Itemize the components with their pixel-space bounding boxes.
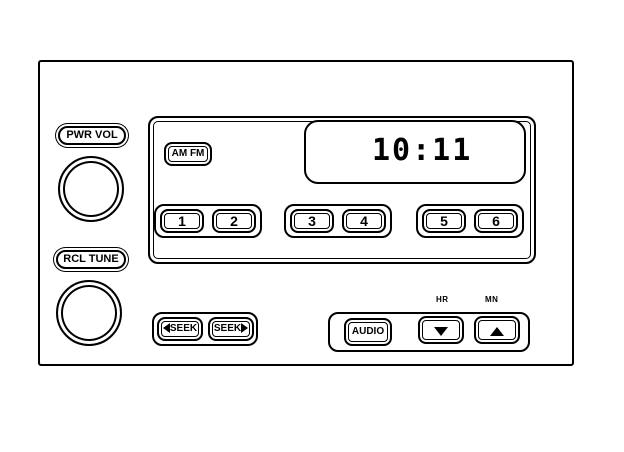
- seek-back-button[interactable]: SEEK: [157, 317, 203, 341]
- seek-group: [152, 312, 258, 346]
- mn-label: MN: [485, 295, 499, 304]
- rcl-tune-label: RCL TUNE: [56, 250, 126, 269]
- triangle-right-icon: [241, 323, 249, 334]
- preset-button-5[interactable]: 5: [422, 209, 466, 233]
- am-fm-button[interactable]: AM FM: [164, 142, 212, 166]
- preset-button-1[interactable]: 1: [160, 209, 204, 233]
- radio-faceplate: [38, 60, 574, 366]
- preset-button-2[interactable]: 2: [212, 209, 256, 233]
- preset-group-3-4: [284, 204, 392, 238]
- display-panel: [148, 116, 536, 264]
- triangle-down-icon: [434, 326, 448, 336]
- audio-clock-group: [328, 312, 530, 352]
- preset-button-3[interactable]: 3: [290, 209, 334, 233]
- triangle-left-icon: [162, 323, 170, 334]
- audio-button[interactable]: AUDIO: [344, 318, 392, 346]
- mn-up-button[interactable]: [474, 316, 520, 344]
- pwr-vol-knob[interactable]: [58, 156, 124, 222]
- clock-time: 10:11: [372, 133, 473, 168]
- pwr-vol-label: PWR VOL: [58, 126, 126, 145]
- preset-group-5-6: [416, 204, 524, 238]
- rcl-tune-knob[interactable]: [56, 280, 122, 346]
- seek-back-label: SEEK: [169, 323, 198, 334]
- hr-label: HR: [436, 295, 449, 304]
- triangle-up-icon: [490, 326, 504, 336]
- preset-button-6[interactable]: 6: [474, 209, 518, 233]
- seek-forward-label: SEEK: [213, 323, 242, 334]
- hr-down-button[interactable]: [418, 316, 464, 344]
- clock-display: [304, 120, 526, 184]
- preset-group-1-2: [154, 204, 262, 238]
- preset-button-4[interactable]: 4: [342, 209, 386, 233]
- seek-forward-button[interactable]: SEEK: [208, 317, 254, 341]
